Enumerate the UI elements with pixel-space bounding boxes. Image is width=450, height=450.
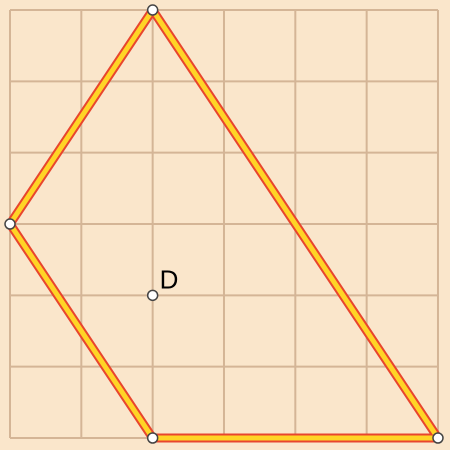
vertex-handle[interactable] — [432, 432, 444, 444]
vertex-handle[interactable] — [4, 218, 16, 230]
vertex-handle[interactable] — [146, 4, 159, 16]
point-label: D — [160, 264, 179, 294]
polygon-vertices — [4, 4, 444, 444]
vertex-handle[interactable] — [146, 432, 159, 444]
labeled-points: D — [146, 264, 179, 302]
point-marker[interactable] — [146, 289, 159, 302]
grid-lines — [9, 9, 439, 439]
